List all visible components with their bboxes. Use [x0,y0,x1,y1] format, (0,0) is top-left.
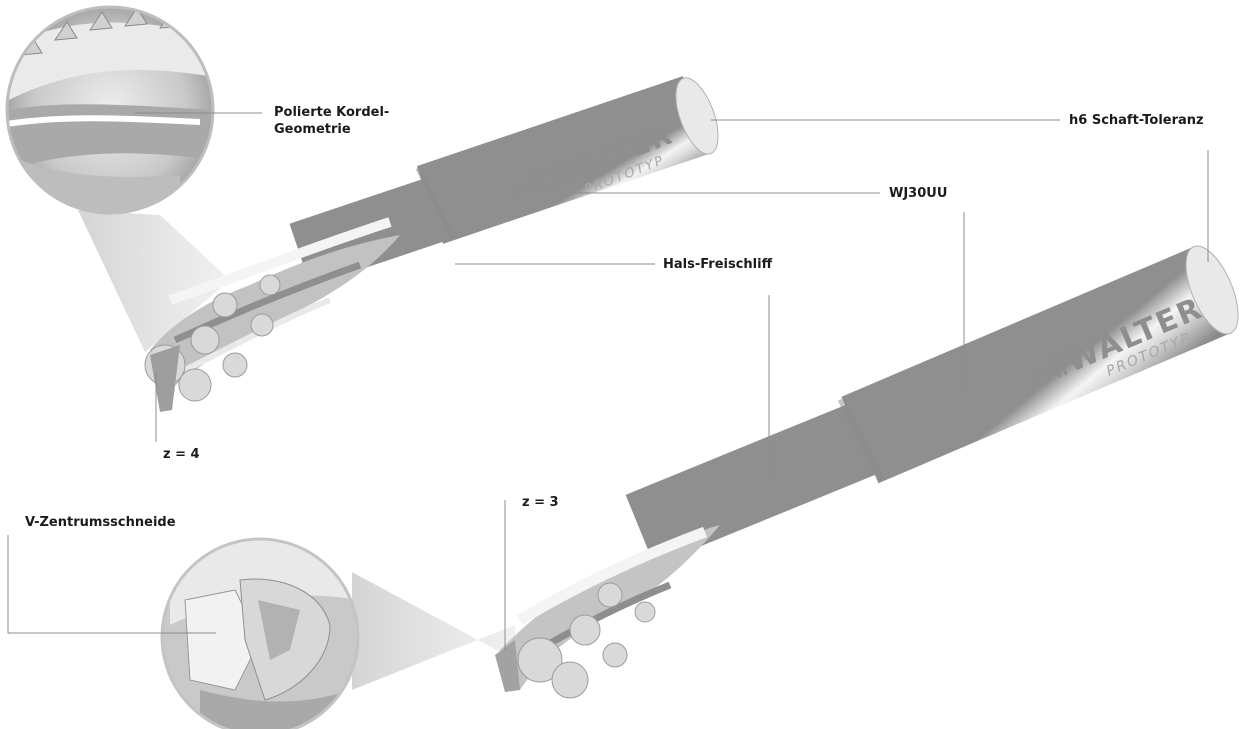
zoom-fan-top [78,210,230,352]
label-shank-tolerance: h6 Schaft-Toleranz [1069,113,1204,128]
end-mill-z4: WALTER PROTOTYP [144,76,719,412]
label-polished-line1: Polierte Kordel- [274,105,390,120]
leader-lines [7,112,1209,650]
label-polished-cord-geometry: Polierte Kordel- Geometrie [274,104,389,138]
end-mill-z3: WALTER PROTOTYP [495,245,1239,699]
zoom-fan-bottom [352,572,515,690]
label-z3: z = 3 [522,495,559,510]
label-v-center-edge: V-Zentrumsschneide [25,515,176,530]
detail-lens-cord-geometry [5,5,215,215]
label-neck-relief: Hals-Freischliff [663,257,773,272]
label-polished-line2: Geometrie [274,122,351,137]
detail-lens-v-center [160,537,360,729]
label-product-code: WJ30UU [889,186,948,201]
label-z4: z = 4 [163,447,200,462]
